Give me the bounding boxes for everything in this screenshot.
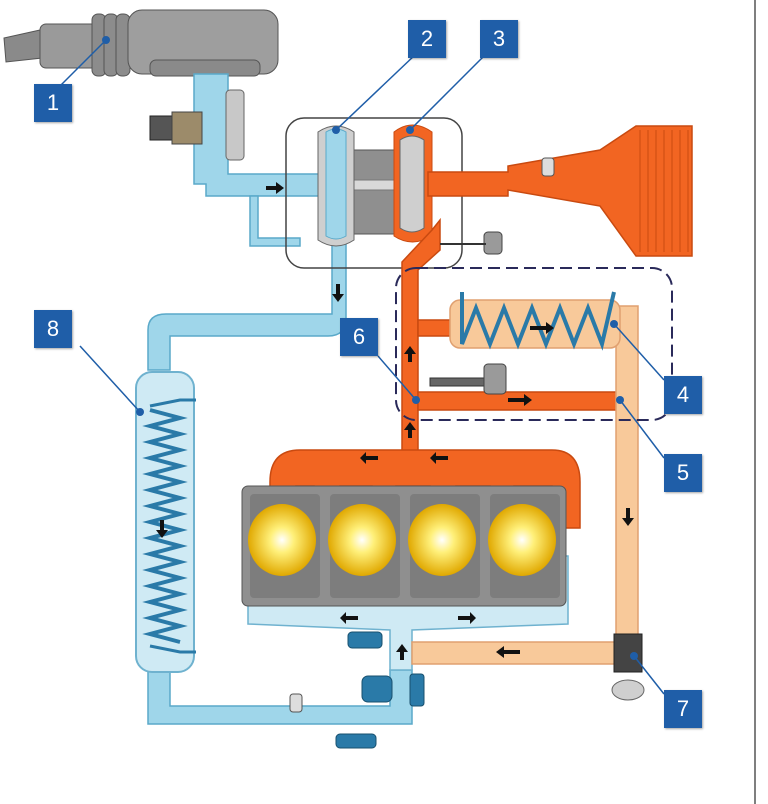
callout-4-egr-cooler: 4 xyxy=(664,376,702,414)
callout-6-egr-valve: 6 xyxy=(340,318,378,356)
egr-module-outline xyxy=(395,267,673,421)
callout-1-air-filter: 1 xyxy=(34,84,72,122)
sensor-intake-air xyxy=(149,89,245,161)
callout-2-compressor: 2 xyxy=(408,20,446,58)
egr-flap-7 xyxy=(611,633,645,701)
flow-arrows xyxy=(156,182,634,660)
callout-7-egr-flap: 7 xyxy=(664,690,702,728)
egr-cooler xyxy=(449,291,621,351)
lambda-sensor xyxy=(541,157,555,177)
callout-8-charge-air-cooler: 8 xyxy=(34,310,72,348)
egr-valve-6 xyxy=(429,363,507,395)
cylinders xyxy=(248,504,556,576)
turbocharger xyxy=(285,117,463,269)
charge-air-cooler xyxy=(135,371,196,673)
intake-sensors xyxy=(289,631,425,749)
exhaust-outlet-grille xyxy=(639,130,689,252)
callout-5-egr-bypass: 5 xyxy=(664,454,702,492)
callout-anchors xyxy=(102,36,638,660)
air-filter xyxy=(3,9,279,77)
wastegate-actuator xyxy=(440,231,503,255)
callout-leaders xyxy=(59,39,665,695)
callout-3-turbine: 3 xyxy=(480,20,518,58)
